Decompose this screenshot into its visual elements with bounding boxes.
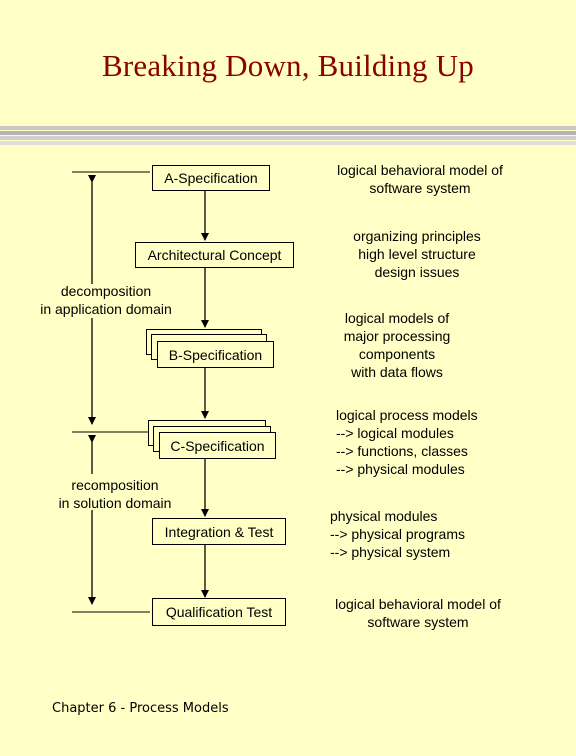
note-a-specification: logical behavioral model of software sys… xyxy=(337,162,503,196)
architectural-concept-box: Architectural Concept xyxy=(135,242,294,268)
b-specification-box: B-Specification xyxy=(157,341,274,368)
note-b-specification: logical models of major processing compo… xyxy=(343,310,451,380)
note-architectural-concept: organizing principles high level structu… xyxy=(353,228,481,280)
integration-test-box: Integration & Test xyxy=(152,518,286,545)
note-c-specification: logical process models --> logical modul… xyxy=(336,407,478,477)
title-rule xyxy=(0,131,576,135)
title-rule xyxy=(0,141,576,145)
qualification-test-box: Qualification Test xyxy=(152,598,286,626)
c-specification-box: C-Specification xyxy=(159,432,276,459)
title-rule xyxy=(0,126,576,130)
note-qualification-test: logical behavioral model of software sys… xyxy=(335,596,501,630)
a-specification-box: A-Specification xyxy=(152,165,270,191)
decomposition-label: decomposition in application domain xyxy=(40,283,172,317)
footer-chapter: Chapter 6 - Process Models xyxy=(52,701,229,716)
slide-title: Breaking Down, Building Up xyxy=(101,48,474,83)
recomposition-label: recomposition in solution domain xyxy=(58,477,172,511)
title-rule xyxy=(0,136,576,140)
note-integration-test: physical modules --> physical programs -… xyxy=(330,508,465,560)
